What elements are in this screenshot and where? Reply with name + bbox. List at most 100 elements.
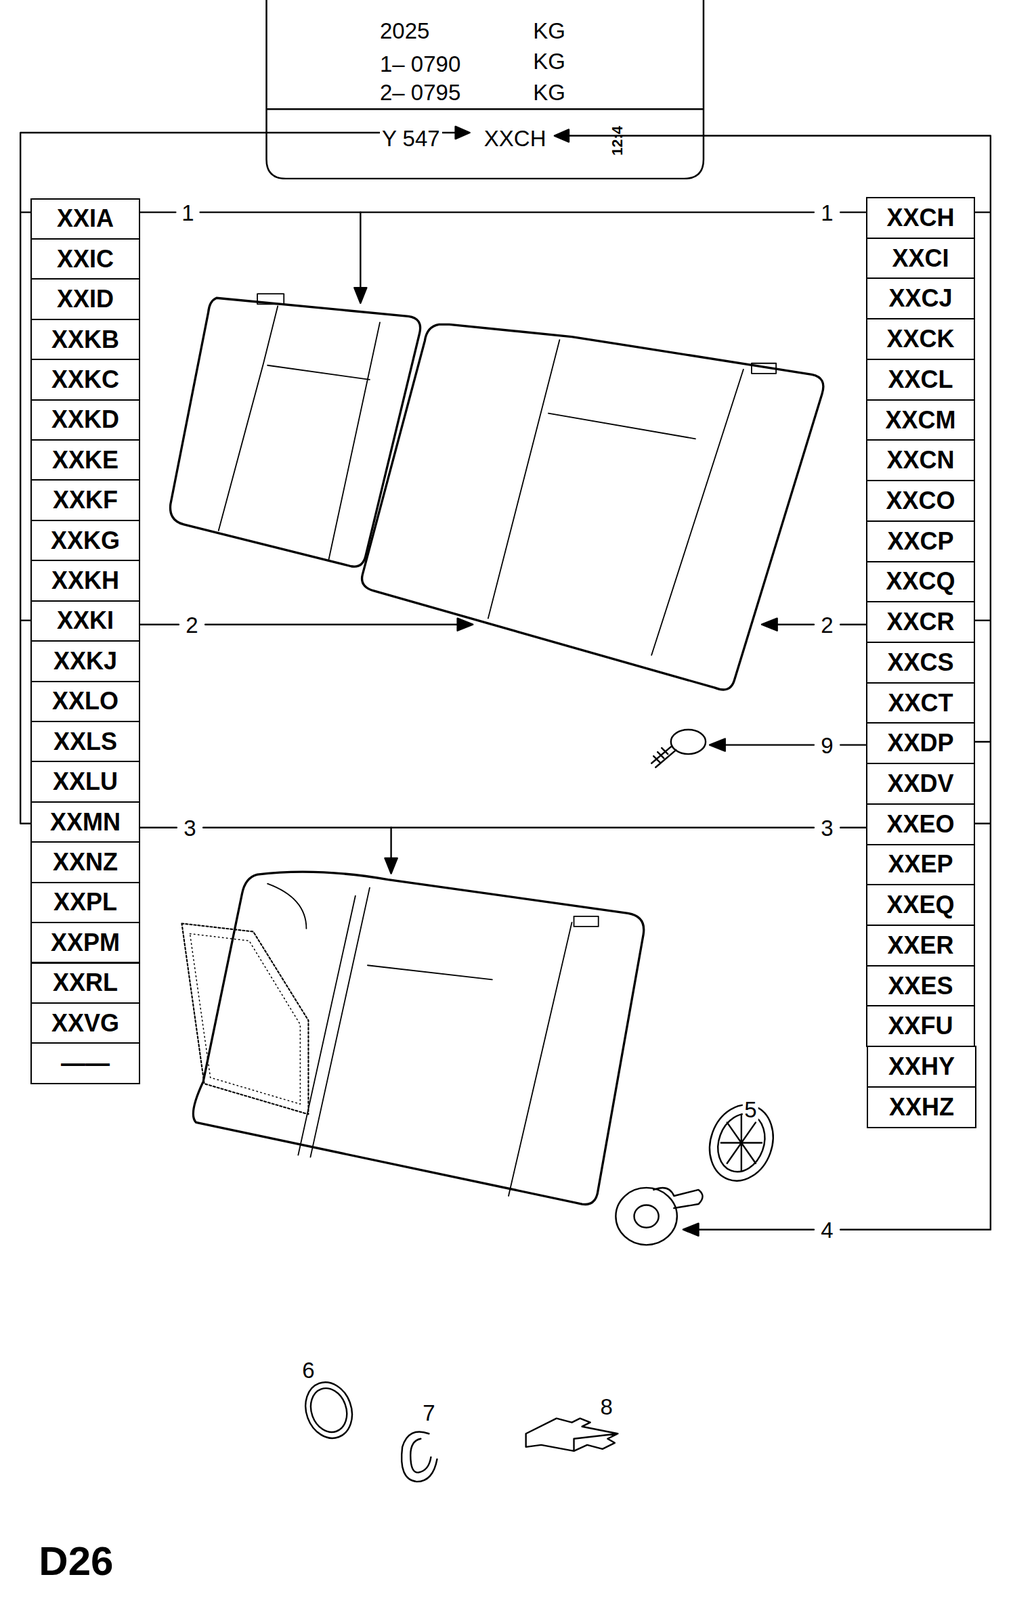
- leader-lines: [457, 618, 474, 632]
- variant-code: XXMN: [50, 810, 121, 835]
- plug-4: [615, 1188, 677, 1246]
- callout-number: 2: [819, 613, 835, 636]
- variant-code: XXDP: [887, 731, 954, 756]
- code-box: XXLS: [30, 721, 140, 763]
- code-box: XXKH: [30, 559, 140, 602]
- code-box: XXKC: [30, 358, 140, 401]
- clip-7: [401, 1432, 437, 1483]
- code-box: XXLO: [30, 681, 140, 723]
- code-box: XXCT: [866, 682, 976, 725]
- variant-code: XXER: [887, 933, 954, 959]
- variant-code: XXCP: [887, 529, 954, 554]
- clip-5: [699, 1096, 784, 1191]
- code-box: XXCK: [866, 318, 976, 361]
- code-box: XXHY: [866, 1046, 976, 1089]
- variant-code: XXLU: [52, 769, 118, 795]
- callout-number: 3: [182, 817, 198, 840]
- code-box: XXKB: [30, 318, 140, 361]
- variant-code: XXCJ: [888, 286, 953, 311]
- leader-lines: [696, 1229, 991, 1232]
- header-text: 1– 0790: [379, 52, 461, 75]
- callout-number: 4: [819, 1219, 835, 1242]
- code-box: XXCP: [866, 520, 976, 563]
- header-text: 2025: [379, 19, 430, 42]
- variant-code: XXCM: [885, 408, 957, 433]
- variant-code: XXCK: [886, 327, 955, 352]
- leader-lines: [723, 744, 867, 746]
- variant-code: XXKD: [51, 407, 120, 433]
- bracket-lines: [567, 136, 990, 1231]
- ring-6: [304, 1384, 353, 1439]
- variant-code: XXEQ: [886, 893, 955, 918]
- seat-cushion: [190, 934, 301, 1106]
- leader-lines: [761, 618, 778, 632]
- code-box: XXID: [30, 278, 140, 320]
- code-box: XXCM: [866, 399, 976, 442]
- leader-lines: [354, 287, 367, 304]
- ring-6: [297, 1376, 360, 1446]
- callout-number: 9: [819, 734, 835, 757]
- code-box: XXCS: [866, 641, 976, 684]
- bracket-lines: [455, 126, 470, 139]
- variant-code: XXCL: [888, 367, 954, 393]
- backrest-left: [218, 306, 380, 560]
- plug-4: [615, 1188, 703, 1246]
- variant-code: ——: [60, 1051, 110, 1076]
- code-box: XXDV: [866, 763, 976, 806]
- header-text: XXCH: [482, 126, 549, 149]
- code-box: XXCQ: [866, 561, 976, 604]
- variant-code: XXCO: [885, 488, 955, 514]
- variant-code: XXVG: [51, 1011, 120, 1037]
- code-box: XXKI: [30, 600, 140, 642]
- code-box: XXLU: [30, 761, 140, 803]
- code-box: XXNZ: [30, 841, 140, 883]
- variant-code: XXDV: [887, 771, 954, 797]
- leader-lines: [390, 828, 392, 860]
- leader-lines: [709, 739, 726, 752]
- code-box: XXCH: [866, 197, 976, 240]
- variant-code: XXKI: [56, 608, 114, 634]
- variant-code: XXLS: [53, 729, 118, 755]
- code-box: XXEQ: [866, 884, 976, 927]
- variant-code: XXCT: [888, 691, 954, 716]
- seat-cushion: [181, 872, 644, 1205]
- leader-lines: [385, 858, 398, 875]
- callout-number: 8: [599, 1396, 615, 1419]
- code-box: XXES: [866, 965, 976, 1008]
- plug-4: [634, 1205, 659, 1229]
- variant-code: XXNZ: [52, 850, 118, 875]
- variant-code: XXKG: [50, 528, 120, 554]
- backrest-right: [751, 363, 777, 374]
- plug-4: [653, 1188, 703, 1209]
- variant-code: XXPM: [50, 931, 120, 956]
- code-box: XXRL: [30, 962, 140, 1005]
- header-outline: [265, 0, 705, 180]
- variant-code: XXRL: [52, 971, 118, 996]
- figure-code: D26: [38, 1541, 114, 1583]
- variant-code: XXCQ: [885, 569, 955, 594]
- code-box: XXCR: [866, 601, 976, 644]
- code-box: XXCI: [866, 237, 976, 280]
- header-text: KG: [532, 80, 566, 103]
- header-outline: [266, 0, 704, 179]
- bracket-lines: [20, 132, 458, 825]
- variant-code: XXES: [887, 974, 953, 999]
- code-box: XXKJ: [30, 640, 140, 682]
- callout-number: 3: [819, 817, 835, 840]
- code-box: XXEO: [866, 803, 976, 846]
- code-box: XXMN: [30, 801, 140, 844]
- leader-lines: [140, 212, 991, 1237]
- code-box: XXPL: [30, 882, 140, 924]
- variant-code: XXCI: [891, 246, 949, 271]
- code-box: XXCO: [866, 480, 976, 523]
- callout-number: 2: [184, 613, 200, 636]
- seat-cushion: [267, 884, 572, 1197]
- ring-6: [297, 1376, 360, 1446]
- variant-code: XXLO: [52, 689, 119, 714]
- clip-7: [401, 1432, 437, 1483]
- callout-number: 1: [819, 201, 835, 224]
- screw-9: [651, 746, 676, 768]
- backrest-left: [169, 297, 420, 567]
